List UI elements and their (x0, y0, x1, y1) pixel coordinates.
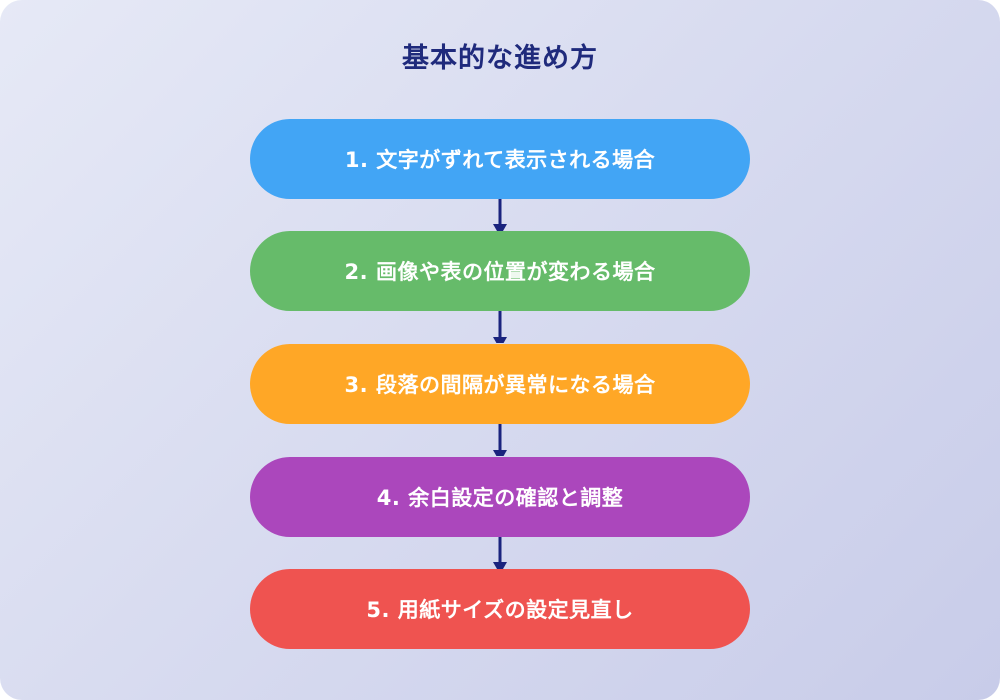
step-4-label: 4. 余白設定の確認と調整 (376, 486, 624, 510)
arrow-down-icon (493, 537, 507, 569)
step-2-label: 2. 画像や表の位置が変わる場合 (344, 260, 656, 284)
step-2-box: 2. 画像や表の位置が変わる場合 (250, 231, 750, 311)
step-5-box: 5. 用紙サイズの設定見直し (250, 569, 750, 649)
diagram-title: 基本的な進め方 (402, 43, 598, 74)
step-3-label: 3. 段落の間隔が異常になる場合 (344, 373, 656, 397)
step-4-box: 4. 余白設定の確認と調整 (250, 457, 750, 537)
step-1-label: 1. 文字がずれて表示される場合 (344, 148, 656, 172)
step-3-box: 3. 段落の間隔が異常になる場合 (250, 344, 750, 424)
arrow-down-icon (493, 199, 507, 231)
step-1-box: 1. 文字がずれて表示される場合 (250, 119, 750, 199)
arrow-down-icon (493, 311, 507, 343)
step-5-label: 5. 用紙サイズの設定見直し (366, 598, 634, 622)
arrow-down-icon (493, 424, 507, 456)
